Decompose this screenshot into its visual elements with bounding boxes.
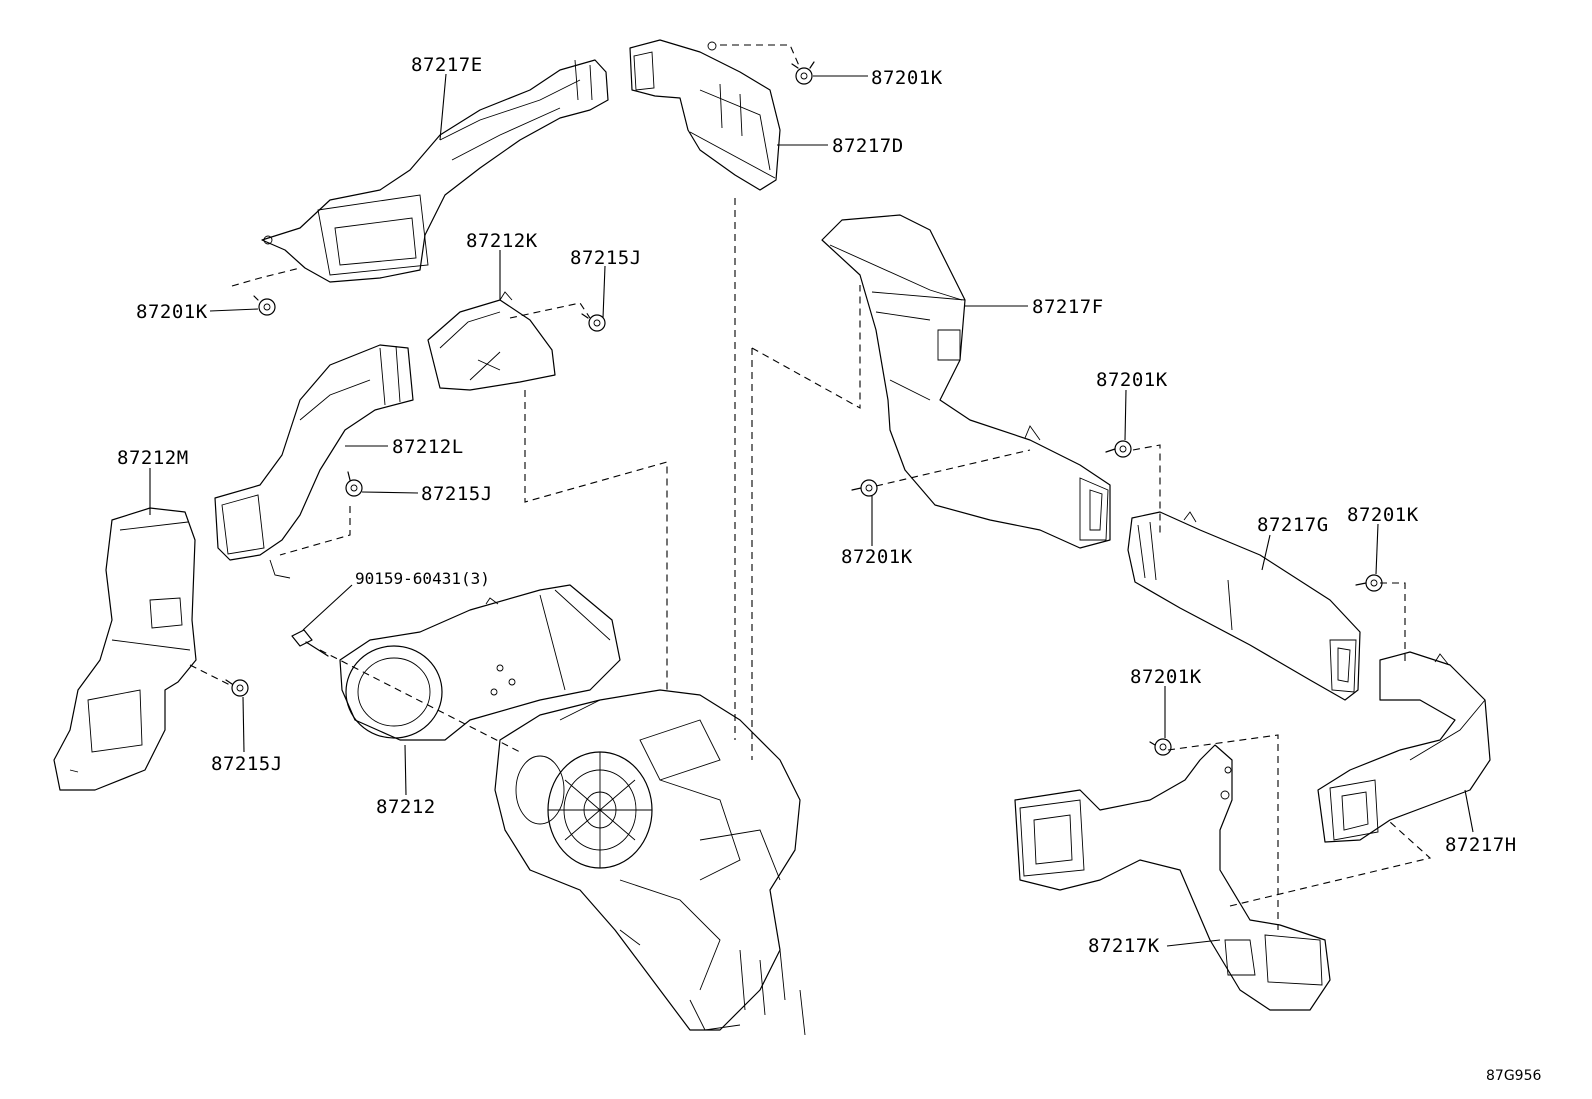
duct-87217G[interactable] [1127, 511, 1361, 701]
label-87217F[interactable]: 87217F [1032, 296, 1104, 318]
label-87201K-center[interactable]: 87201K [841, 546, 913, 568]
duct-87217D[interactable] [629, 39, 781, 191]
duct-87217F[interactable] [821, 214, 1111, 549]
part-labels: 87217E 87201K 87217D 87212K 87215J 87201… [117, 54, 1517, 957]
leader-lines [149, 73, 1474, 947]
label-87215J-bottom[interactable]: 87215J [211, 753, 283, 775]
label-87201K-lower[interactable]: 87201K [1130, 666, 1202, 688]
clip-87201K-left[interactable] [253, 295, 276, 316]
screw-90159-60431[interactable] [291, 629, 329, 657]
assembly-guide-lines [189, 44, 1432, 930]
label-87217D[interactable]: 87217D [832, 135, 904, 157]
label-87217K[interactable]: 87217K [1088, 935, 1160, 957]
clip-87201K-center[interactable] [851, 479, 878, 497]
clip-87215J-bottom[interactable] [225, 679, 249, 697]
duct-87217E[interactable] [261, 59, 609, 283]
label-87217E[interactable]: 87217E [411, 54, 483, 76]
label-87201K-right[interactable]: 87201K [1347, 504, 1419, 526]
duct-87212K[interactable] [427, 291, 556, 391]
clip-87201K-lower[interactable] [1149, 738, 1172, 756]
label-87215J-mid[interactable]: 87215J [421, 483, 493, 505]
label-87212L[interactable]: 87212L [392, 436, 464, 458]
label-87217G[interactable]: 87217G [1257, 514, 1329, 536]
clip-87201K-top[interactable] [791, 61, 815, 85]
label-87201K-mid[interactable]: 87201K [1096, 369, 1168, 391]
clip-87201K-mid[interactable] [1105, 440, 1132, 458]
clip-87215J-top[interactable] [581, 313, 606, 332]
clip-87215J-mid[interactable] [345, 471, 363, 497]
clip-87201K-right[interactable] [1355, 574, 1383, 592]
label-87212[interactable]: 87212 [376, 796, 436, 818]
duct-87217K[interactable] [1014, 744, 1331, 1011]
label-87217H[interactable]: 87217H [1445, 834, 1517, 856]
label-90159-60431[interactable]: 90159-60431(3) [355, 569, 490, 588]
label-87212M[interactable]: 87212M [117, 447, 189, 469]
duct-87217H[interactable] [1317, 651, 1491, 843]
duct-87212M[interactable] [53, 507, 197, 791]
label-87212K[interactable]: 87212K [466, 230, 538, 252]
label-87201K-top[interactable]: 87201K [871, 67, 943, 89]
label-87201K-left[interactable]: 87201K [136, 301, 208, 323]
blower-case-87212[interactable] [339, 584, 621, 741]
label-87215J-top[interactable]: 87215J [570, 247, 642, 269]
diagram-code: 87G956 [1486, 1068, 1541, 1084]
heater-unit-assembly [494, 689, 806, 1036]
duct-87212L[interactable] [214, 344, 414, 579]
